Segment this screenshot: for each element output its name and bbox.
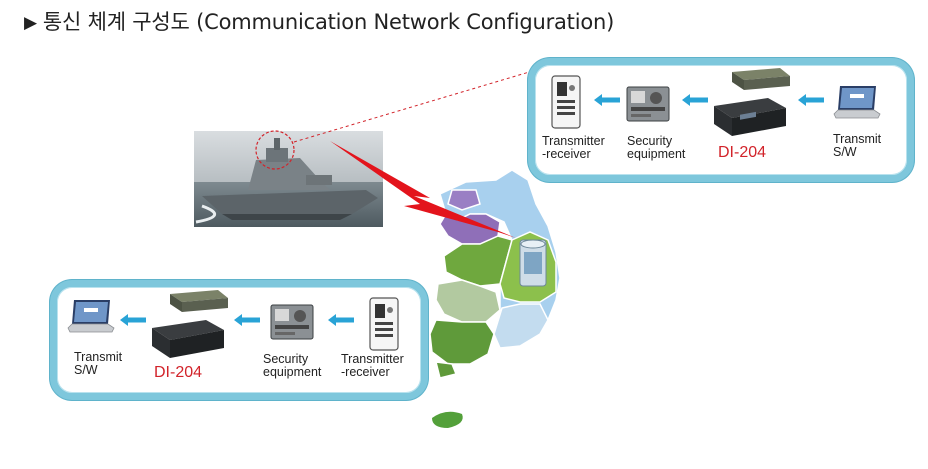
bottom-laptop-software-icon bbox=[67, 300, 115, 333]
bottom-arrow-3-icon bbox=[328, 314, 354, 326]
bottom-security-equipment-icon bbox=[270, 304, 314, 340]
dashed-link-line bbox=[293, 69, 537, 143]
bottom-model-label: DI-204 bbox=[154, 364, 203, 381]
korea-map bbox=[429, 169, 561, 428]
top-software-label: Transmit S/W bbox=[833, 132, 882, 159]
top-transmitter-label: Transmitter -receiver bbox=[542, 134, 605, 161]
top-arrow-2-icon bbox=[682, 94, 708, 106]
top-laptop-software-icon bbox=[833, 86, 881, 119]
top-security-label: Security equipment bbox=[627, 134, 686, 161]
bottom-panel bbox=[50, 280, 428, 400]
title-text: 통신 체계 구성도 (Communication Network Configu… bbox=[42, 10, 615, 34]
bottom-security-label: Security equipment bbox=[263, 352, 322, 379]
bottom-transmitter-receiver-icon bbox=[369, 297, 399, 351]
bottom-transmitter-label: Transmitter -receiver bbox=[341, 352, 404, 379]
warship-photo bbox=[194, 130, 383, 227]
central-server-icon bbox=[519, 239, 547, 287]
top-security-equipment-icon bbox=[626, 86, 670, 122]
bottom-software-label: Transmit S/W bbox=[74, 350, 123, 377]
top-model-label: DI-204 bbox=[718, 144, 767, 161]
top-transmitter-receiver-icon bbox=[551, 75, 581, 129]
bottom-di204-device-icon bbox=[152, 290, 228, 358]
top-arrow-1-icon bbox=[594, 94, 620, 106]
top-di204-device-icon bbox=[714, 68, 790, 136]
top-arrow-3-icon bbox=[798, 94, 824, 106]
bottom-arrow-1-icon bbox=[120, 314, 146, 326]
page-title: ▶통신 체계 구성도 (Communication Network Config… bbox=[24, 6, 614, 36]
bottom-arrow-2-icon bbox=[234, 314, 260, 326]
title-marker-icon: ▶ bbox=[24, 13, 37, 33]
